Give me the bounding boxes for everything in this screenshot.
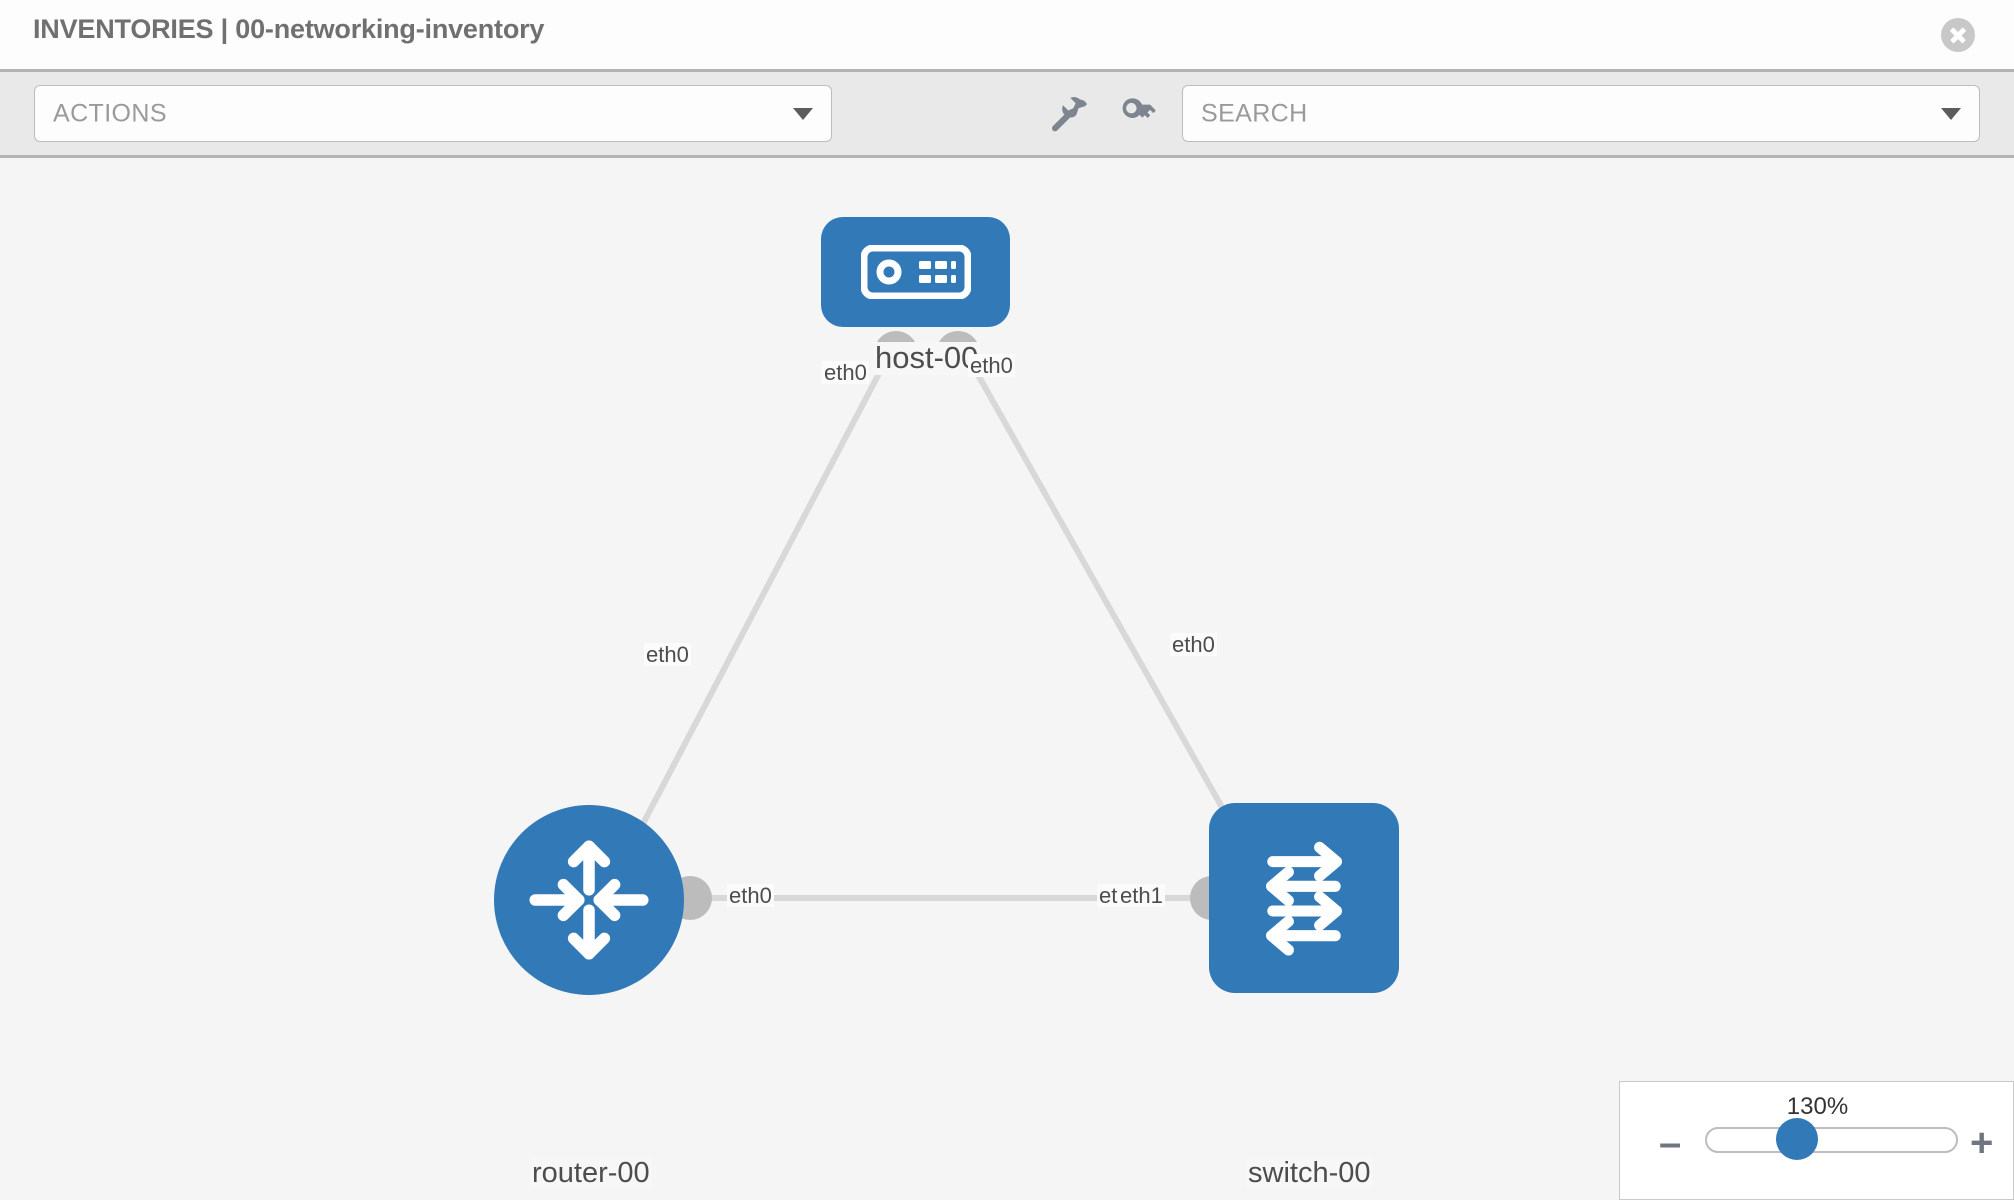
node-label-host-00: host-00 xyxy=(873,340,981,375)
search-placeholder: SEARCH xyxy=(1201,99,1308,127)
edge-label-host-right: eth0 xyxy=(968,353,1015,378)
search-input[interactable]: SEARCH xyxy=(1182,85,1980,142)
edge-host-switch xyxy=(957,341,1248,850)
server-icon xyxy=(860,245,971,299)
zoom-slider-handle[interactable] xyxy=(1776,1118,1818,1160)
zoom-control-panel: 130% – + xyxy=(1619,1081,2014,1200)
router-node-shape xyxy=(494,805,684,995)
chevron-down-icon xyxy=(1941,107,1961,120)
zoom-slider-track[interactable] xyxy=(1705,1127,1958,1153)
wrench-icon[interactable] xyxy=(1049,94,1091,136)
key-icon[interactable] xyxy=(1117,94,1159,136)
router-icon xyxy=(529,840,649,960)
page-title: INVENTORIES | 00-networking-inventory xyxy=(33,14,545,44)
toolbar: ACTIONS SEARCH xyxy=(0,69,2014,158)
host-node-shape xyxy=(821,217,1010,327)
edge-label-router-right: eth0 xyxy=(727,883,774,908)
switch-icon xyxy=(1265,841,1343,956)
actions-dropdown-label: ACTIONS xyxy=(53,99,167,127)
node-label-switch-00: switch-00 xyxy=(1246,1157,1373,1189)
switch-node-shape xyxy=(1209,803,1399,993)
edge-label-router-up: eth0 xyxy=(644,642,691,667)
node-label-router-00: router-00 xyxy=(530,1157,652,1189)
actions-dropdown[interactable]: ACTIONS xyxy=(34,85,832,142)
topology-canvas[interactable]: host-00 router-00 switch-00 eth0 eth0 et… xyxy=(0,158,2014,1200)
edge-label-switch-up: eth0 xyxy=(1170,632,1217,657)
zoom-out-button[interactable]: – xyxy=(1659,1121,1682,1165)
zoom-level-value: 130% xyxy=(1786,1093,1849,1120)
edge-label-switch-left: eth1 xyxy=(1118,883,1165,908)
zoom-in-button[interactable]: + xyxy=(1970,1121,1994,1165)
close-icon[interactable] xyxy=(1941,18,1975,52)
chevron-down-icon xyxy=(793,107,813,120)
header-bar: INVENTORIES | 00-networking-inventory xyxy=(0,0,2014,69)
edge-host-router xyxy=(622,341,898,860)
edge-label-host-left: eth0 xyxy=(822,360,869,385)
